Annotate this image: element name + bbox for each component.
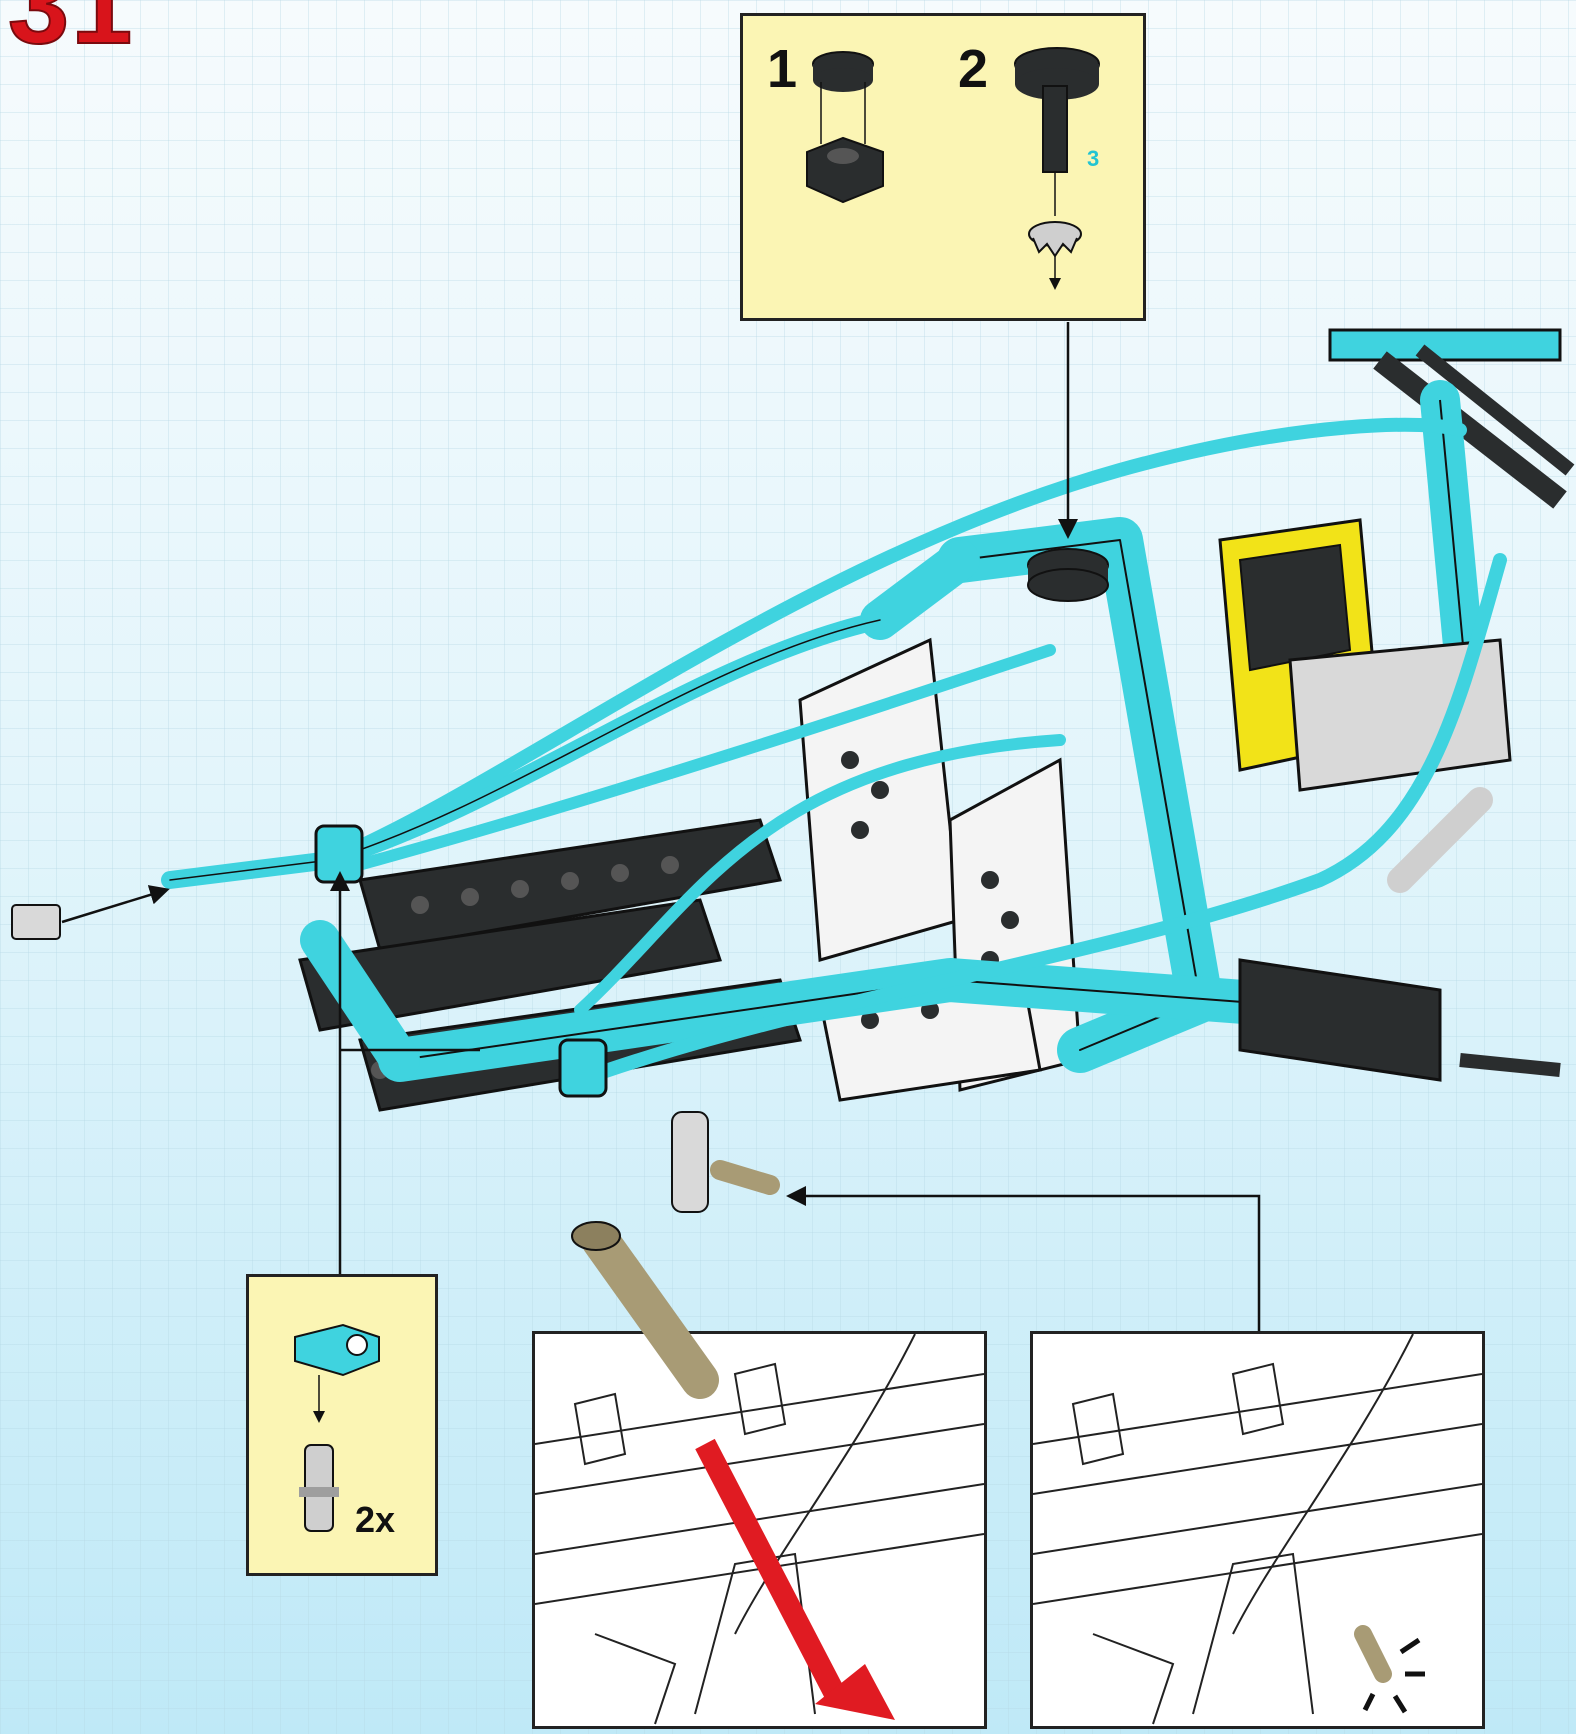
pin-left (11, 904, 61, 940)
click-marks (1362, 1637, 1425, 1714)
arrow-head (815, 1664, 895, 1720)
bearing-block-icon (806, 136, 884, 204)
detail-after (1030, 1331, 1485, 1729)
substep-2-label: 2 (958, 39, 989, 99)
step-number: 31 (7, 0, 135, 68)
rear-axle (1238, 787, 1561, 1082)
flex-tubes (161, 417, 1507, 1087)
callout-top-parts (806, 47, 1100, 290)
axle-icon (1042, 85, 1068, 173)
detail-before-drawing (535, 1334, 984, 1725)
substep-1-label: 1 (767, 39, 798, 99)
arrow-pin (61, 885, 170, 924)
quantity-label: 2x (355, 1499, 396, 1540)
detail-after-drawing (1033, 1334, 1482, 1725)
callout-top: 1 2 3 (740, 13, 1146, 321)
inserted-axle (1354, 1625, 1392, 1683)
axle-length-label: 3 (1087, 146, 1100, 171)
insert-direction-arrow (695, 1438, 845, 1700)
arrow-detail (786, 1186, 1261, 1331)
callout-left: 2x (246, 1274, 438, 1576)
seats (798, 637, 1082, 1102)
engine-block (1218, 518, 1512, 792)
tube-connectors (314, 824, 608, 1098)
assembly-arrows (61, 322, 1261, 1331)
callout-left-parts (294, 1323, 380, 1532)
front-axle (671, 1111, 780, 1213)
detail-before (532, 1331, 987, 1729)
round-tile (1027, 548, 1109, 602)
